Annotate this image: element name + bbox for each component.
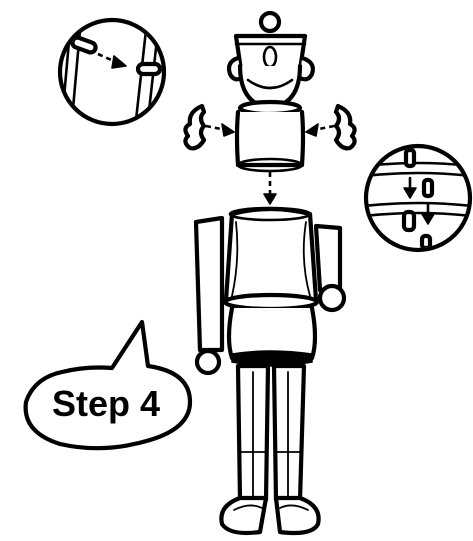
belt — [222, 292, 320, 312]
left-arrowhead — [221, 123, 235, 137]
slot-base — [419, 233, 433, 248]
band-top-b — [368, 171, 468, 178]
torso — [223, 206, 319, 303]
detail-right-arrowhead1 — [403, 187, 417, 199]
detail-left-arrowhead — [111, 55, 127, 69]
left-arm — [193, 215, 225, 353]
arm-icon — [193, 215, 347, 376]
right-leg — [271, 363, 307, 503]
left-beard-piece — [183, 103, 207, 151]
slot — [135, 61, 162, 77]
right-foot-detail — [279, 504, 309, 511]
right-arm — [313, 223, 343, 293]
magnifier-detail-icon — [363, 143, 473, 253]
hat-icon — [233, 10, 308, 77]
jaw-base — [236, 157, 304, 173]
hat-pom — [258, 10, 282, 34]
right-ear — [297, 55, 315, 82]
slot-lower — [401, 209, 417, 233]
detail-left-dash — [97, 52, 117, 64]
body-torso-icon — [222, 206, 320, 367]
detail-circle-right — [363, 143, 473, 253]
right-hand — [317, 283, 347, 313]
speech-bubble-icon: Step 4 — [23, 319, 193, 451]
left-dash-arrow-line — [205, 124, 227, 132]
right-dash-arrow-line — [313, 124, 335, 132]
jaw-block — [234, 109, 306, 168]
jacket-line-right — [302, 221, 311, 297]
right-beard-piece — [333, 103, 357, 151]
band-mid-b — [368, 211, 468, 218]
neck-socket — [228, 206, 312, 222]
arrow-icon — [205, 123, 335, 205]
center-arrowhead — [263, 193, 277, 205]
leg-icon — [235, 363, 307, 503]
left-foot — [219, 495, 269, 536]
left-hand — [194, 348, 222, 376]
step-label: Step 4 — [52, 383, 160, 424]
mustache — [246, 78, 294, 90]
jacket-line-left — [231, 221, 239, 297]
detail-right-arrowhead2 — [421, 213, 435, 225]
beard-piece-icon — [183, 103, 357, 151]
step-callout-bubble — [23, 319, 193, 451]
right-foot — [273, 495, 321, 536]
hem-band — [231, 350, 313, 367]
magnifier-detail-icon — [57, 17, 167, 127]
head-icon — [226, 55, 315, 173]
foot-icon — [219, 495, 321, 536]
band-mid-a — [368, 201, 468, 208]
peg-upper — [403, 148, 417, 169]
right-arrowhead — [305, 123, 319, 137]
peg-side — [421, 177, 435, 199]
left-foot-detail — [233, 504, 263, 511]
